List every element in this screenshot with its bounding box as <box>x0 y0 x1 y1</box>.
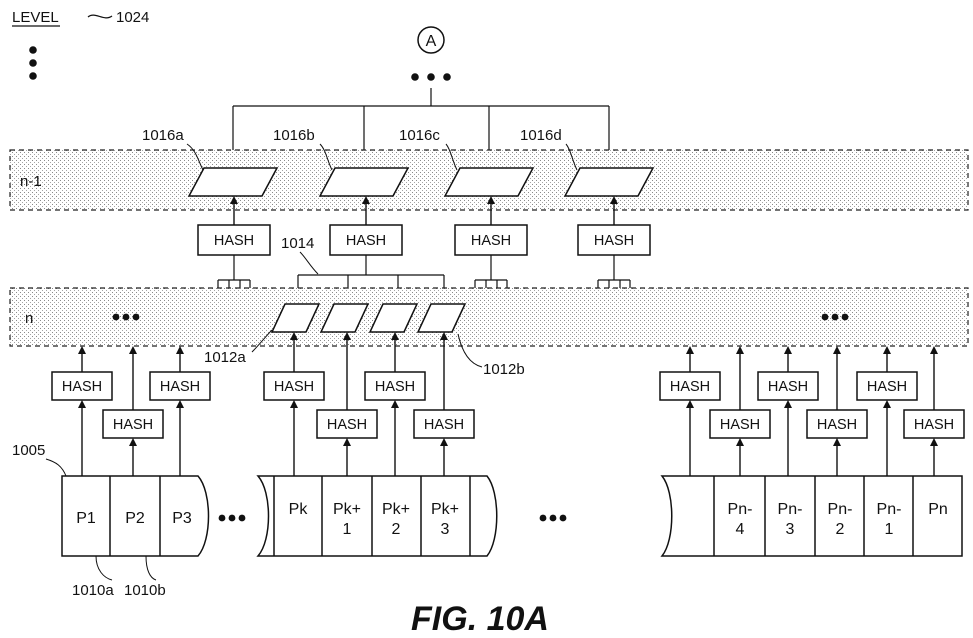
upper-node-1016c <box>445 168 533 196</box>
ellipsis-dot <box>427 73 435 81</box>
segment-label: 3 <box>441 521 450 538</box>
segment-label: Pn- <box>778 501 803 518</box>
hash-label: HASH <box>768 379 808 395</box>
segment-label: P3 <box>172 510 192 527</box>
hash-label: HASH <box>720 417 760 433</box>
upper-node-1016d <box>565 168 653 196</box>
hash-label: HASH <box>214 233 254 249</box>
ellipsis-dot <box>113 314 120 321</box>
ellipsis-dot <box>29 46 37 54</box>
hash-label: HASH <box>817 417 857 433</box>
figure-caption: FIG. 10A <box>411 600 549 638</box>
ellipsis-dot <box>123 314 130 321</box>
hash-label: HASH <box>867 379 907 395</box>
comb-connector <box>475 255 507 289</box>
segment-label: 1 <box>885 521 894 538</box>
lower-hash-group: HASH HASH HASH HASH HASH HASH HASH HASH … <box>52 372 964 438</box>
upper-node-1016a <box>189 168 277 196</box>
ellipsis-dot <box>443 73 451 81</box>
hash-label: HASH <box>327 417 367 433</box>
segment-label: 4 <box>736 521 745 538</box>
ref-1014: 1014 <box>281 235 314 252</box>
upper-node-1016b <box>320 168 408 196</box>
comb-connector <box>598 255 630 289</box>
segment-label: 2 <box>836 521 845 538</box>
segment-strip-3 <box>662 476 962 556</box>
ref-1012a: 1012a <box>204 349 246 366</box>
level-ref: 1024 <box>116 9 149 26</box>
ref-1016c: 1016c <box>399 127 440 144</box>
hash-label: HASH <box>670 379 710 395</box>
hash-label: HASH <box>471 233 511 249</box>
segment-label: 3 <box>786 521 795 538</box>
hash-label: HASH <box>160 379 200 395</box>
hash-label: HASH <box>914 417 954 433</box>
ref-1016d: 1016d <box>520 127 562 144</box>
ref-1010a: 1010a <box>72 582 114 599</box>
hash-label: HASH <box>375 379 415 395</box>
level-label-n: n <box>25 310 33 327</box>
level-ref-leader <box>88 15 112 18</box>
segment-label: 1 <box>343 521 352 538</box>
hash-label: HASH <box>424 417 464 433</box>
ellipsis-dot <box>832 314 839 321</box>
segment-label: P2 <box>125 510 145 527</box>
ref-1005: 1005 <box>12 442 45 459</box>
hash-label: HASH <box>113 417 153 433</box>
segment-label: Pn- <box>877 501 902 518</box>
ellipsis-dot <box>411 73 419 81</box>
segment-label: 2 <box>392 521 401 538</box>
comb-connector <box>218 255 250 289</box>
segment-label: Pn- <box>728 501 753 518</box>
segment-label: Pk+ <box>333 501 361 518</box>
segment-label: P1 <box>76 510 96 527</box>
hash-label: HASH <box>274 379 314 395</box>
level-label: LEVEL <box>12 9 59 26</box>
hash-label: HASH <box>62 379 102 395</box>
connector-a-label: A <box>426 33 437 50</box>
ref-1012b: 1012b <box>483 361 525 378</box>
ellipsis-dot <box>822 314 829 321</box>
ref-1016a: 1016a <box>142 127 184 144</box>
hash-label: HASH <box>346 233 386 249</box>
segment-label: Pk+ <box>431 501 459 518</box>
level-label-n-minus-1: n-1 <box>20 173 42 190</box>
segment-label: Pn <box>928 501 948 518</box>
segment-label: Pk <box>289 501 309 518</box>
ellipsis-dot <box>842 314 849 321</box>
ellipsis-dot <box>29 59 37 67</box>
ellipsis-dot <box>133 314 140 321</box>
ref-1016b: 1016b <box>273 127 315 144</box>
ref-1010b: 1010b <box>124 582 166 599</box>
ellipsis-dot <box>29 72 37 80</box>
segment-label: Pn- <box>828 501 853 518</box>
segment-label: Pk+ <box>382 501 410 518</box>
hash-label: HASH <box>594 233 634 249</box>
